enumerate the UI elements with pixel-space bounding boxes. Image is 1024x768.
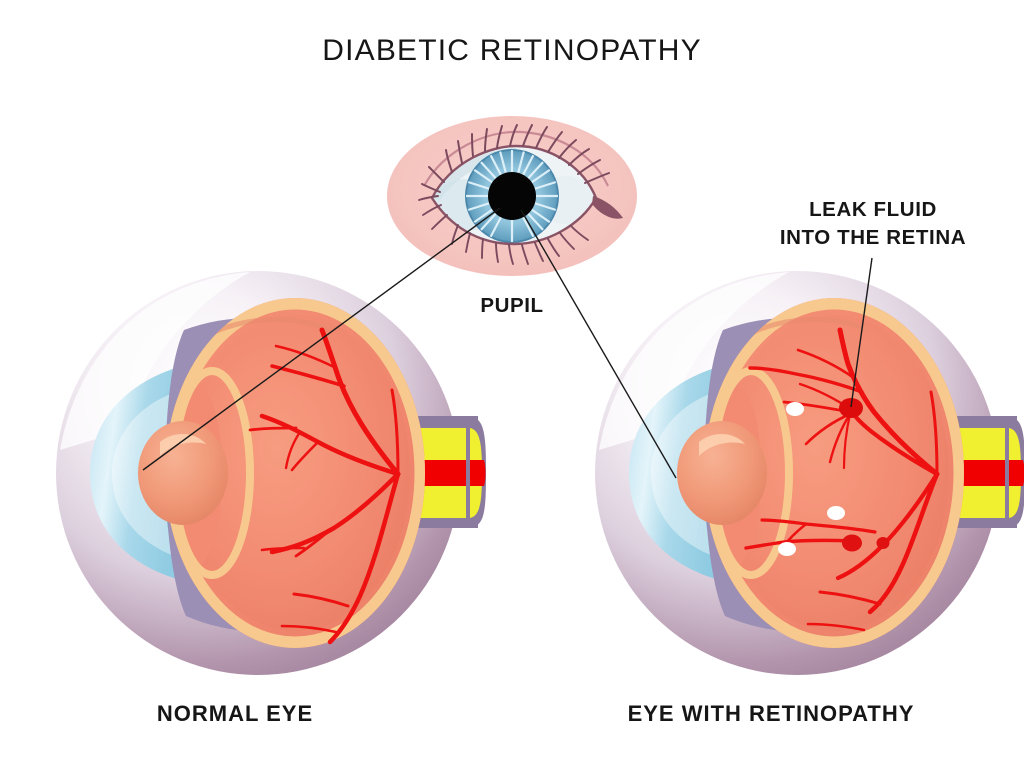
front-view-eye-illustration xyxy=(387,116,637,276)
hemorrhage-small xyxy=(876,537,890,549)
lower-lashes xyxy=(418,195,589,265)
lens-highlight xyxy=(160,433,206,456)
hemorrhage-spots xyxy=(839,398,890,552)
exudate-lower xyxy=(778,542,796,556)
outer-canthus xyxy=(592,196,623,219)
exudate-upper xyxy=(786,402,804,416)
leader-lines xyxy=(142,207,873,479)
label-leak-fluid-line2: INTO THE RETINA xyxy=(780,226,966,249)
caption-normal-eye: NORMAL EYE xyxy=(157,701,313,726)
upper-eyelid-crease xyxy=(423,130,609,187)
hemorrhage-mid xyxy=(842,534,862,552)
exudate-middle xyxy=(827,506,845,520)
leader-pupil-to-normal-lens xyxy=(142,207,501,471)
upper-lashes xyxy=(421,124,610,193)
caption-retinopathy-eye: EYE WITH RETINOPATHY xyxy=(628,701,915,726)
retinopathy-eye-cross-section xyxy=(595,271,1024,675)
exudate-spots xyxy=(778,402,845,556)
globe-highlight-2 xyxy=(599,272,789,450)
globe-highlight xyxy=(60,272,250,450)
pupil xyxy=(488,172,536,220)
normal-eye-cross-section xyxy=(56,271,486,675)
label-leak-fluid-line1: LEAK FLUID xyxy=(809,198,937,221)
hemorrhage-large xyxy=(839,398,863,418)
page-title: DIABETIC RETINOPATHY xyxy=(322,34,702,67)
leader-pupil-to-retinopathy-lens xyxy=(520,209,677,479)
retinal-blood-vessels xyxy=(248,327,401,645)
iris-group xyxy=(465,149,559,243)
label-pupil: PUPIL xyxy=(480,294,543,317)
leader-leakfluid-to-hemorrhage xyxy=(850,257,873,408)
lens-highlight-2 xyxy=(699,433,745,456)
